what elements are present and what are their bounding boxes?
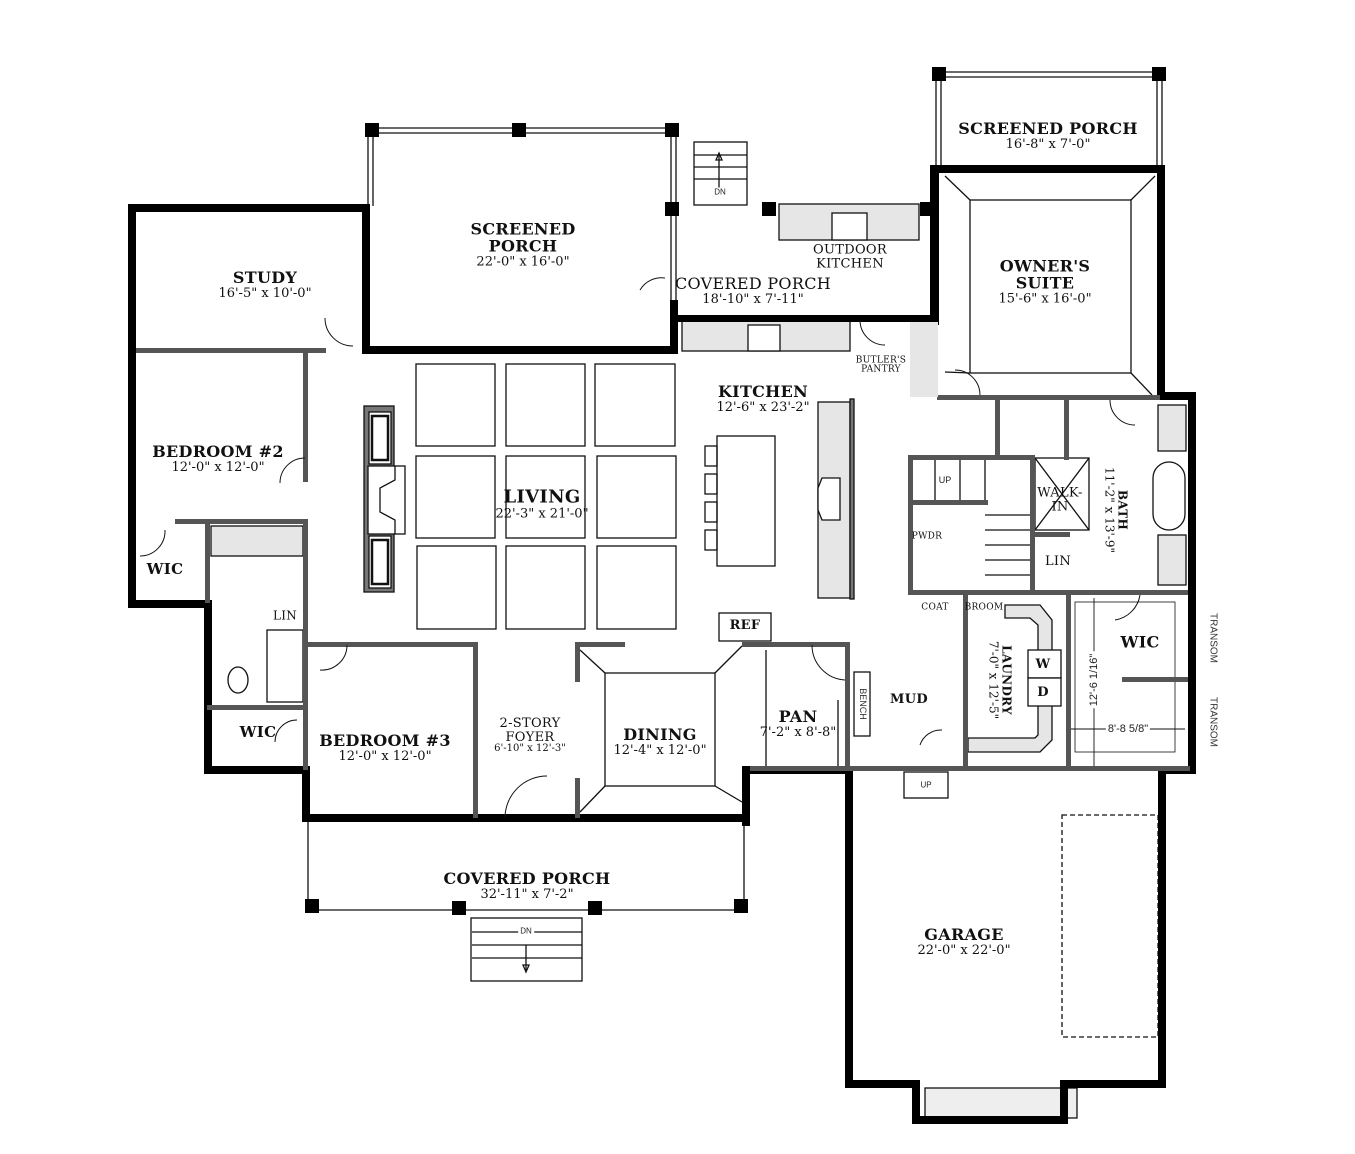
kitchen-rear-counter bbox=[681, 203, 920, 352]
interior-stair bbox=[934, 460, 1030, 576]
refrigerator bbox=[718, 612, 772, 642]
room-mud: MUD bbox=[890, 692, 928, 708]
door-swings bbox=[139, 277, 1141, 819]
owner-suite-tray-ceiling bbox=[944, 175, 1156, 396]
front-porch-outline bbox=[307, 822, 745, 911]
room-lin-owner: LIN bbox=[1044, 554, 1072, 570]
hall-bath-vanity bbox=[210, 525, 304, 557]
dining-tray-ceiling bbox=[579, 645, 743, 813]
room-wic-owner: WIC bbox=[1120, 632, 1160, 652]
room-wic-bed3: WIC bbox=[239, 723, 277, 742]
dryer bbox=[1027, 677, 1062, 707]
owner-vanity-1 bbox=[1157, 404, 1187, 452]
room-coat: COAT bbox=[921, 602, 949, 613]
garage-up-step bbox=[903, 771, 949, 799]
owner-vanity-2 bbox=[1157, 534, 1187, 586]
kitchen-range-counter bbox=[817, 398, 855, 600]
wic-dim-horizontal: 8'-8 5/8" bbox=[1105, 723, 1151, 735]
bench-label: BENCH bbox=[858, 688, 868, 720]
stair-up-interior-label: UP bbox=[936, 475, 954, 485]
stair-dn-front-label: DN bbox=[518, 926, 534, 936]
washer-label: W bbox=[1035, 657, 1051, 673]
porch-columns bbox=[305, 67, 1166, 915]
wic-dim-vertical: 12'-6 1/16" bbox=[1088, 651, 1100, 709]
garage-bay-counter bbox=[924, 1087, 1078, 1119]
transom-label-1: TRANSOM bbox=[1207, 613, 1219, 663]
washer bbox=[1027, 649, 1062, 679]
room-walk-in: WALK-IN bbox=[1037, 485, 1083, 514]
dryer-label: D bbox=[1037, 685, 1049, 701]
room-pwdr: PWDR bbox=[911, 531, 943, 542]
stair-up-garage-label: UP bbox=[918, 780, 934, 790]
interior-walls bbox=[136, 322, 1188, 818]
room-wic-bed2: WIC bbox=[146, 560, 184, 579]
screened-porch-owner-outline bbox=[935, 71, 1163, 168]
transom-label-2: TRANSOM bbox=[1207, 697, 1219, 747]
kitchen-island bbox=[704, 435, 776, 567]
stair-dn-rear-label: DN bbox=[712, 187, 728, 197]
hall-toilet bbox=[227, 666, 249, 694]
hall-bathtub bbox=[266, 629, 304, 703]
fireplace-builtins bbox=[363, 405, 406, 593]
living-rug-grid bbox=[415, 363, 677, 630]
mud-bench bbox=[853, 671, 871, 737]
exterior-walls bbox=[128, 165, 1196, 1124]
room-broom: BROOM bbox=[964, 602, 1004, 613]
ref-label: REF bbox=[729, 618, 761, 634]
screened-porch-main-outline bbox=[367, 127, 677, 300]
owner-bathtub bbox=[1152, 461, 1186, 531]
room-lin-hall: LIN bbox=[272, 608, 298, 623]
garage-parking-outline bbox=[1061, 814, 1159, 1038]
rear-stair bbox=[693, 141, 748, 206]
